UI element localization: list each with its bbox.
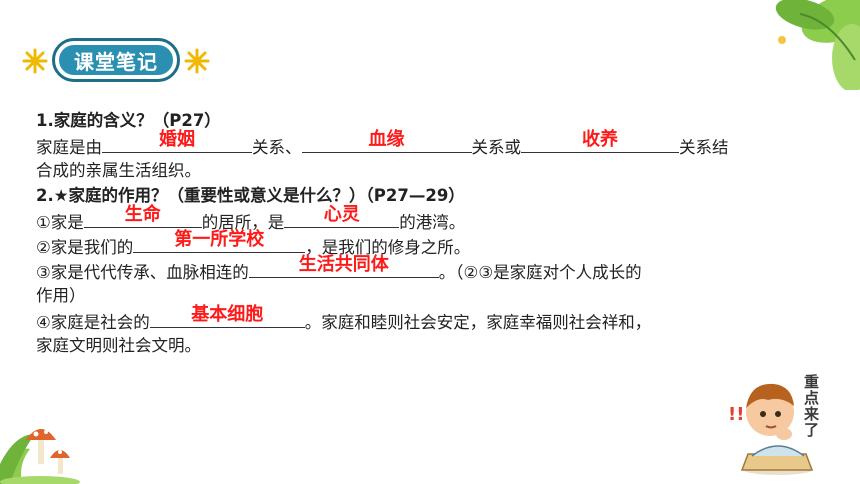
q1-line1: 家庭是由 婚姻 关系、 血缘 关系或 收养 关系结 <box>36 129 816 158</box>
svg-text:!!: !! <box>728 404 744 425</box>
sticker-text: 重点来了 <box>804 373 820 439</box>
header-badge: 课堂笔记 <box>22 36 212 86</box>
blank-marriage: 婚姻 <box>102 129 252 153</box>
q1-title: 1.家庭的含义？（P27） <box>36 111 221 130</box>
boy-illustration: !! <box>728 383 814 475</box>
blank-blood: 血缘 <box>301 129 472 153</box>
answer-life: 生命 <box>124 204 161 225</box>
boy-sticker: !! 重点来了 <box>728 366 828 476</box>
q2-row3: ③家是代代传承、血脉相连的 生活共同体 。（②③是家庭对个人成长的 <box>36 254 816 283</box>
notes-content: 1.家庭的含义？（P27） 家庭是由 婚姻 关系、 血缘 关系或 收养 关系结 合成的亲属生… <box>36 108 816 358</box>
blank-school: 第一所学校 <box>133 229 306 253</box>
blank-life: 生命 <box>83 204 202 228</box>
q2-r4-text-b: 。家庭和睦则社会安定，家庭幸福则社会祥和， <box>304 313 652 332</box>
blank-adoption: 收养 <box>521 129 679 153</box>
q2-title: 2.★家庭的作用？（重要性或意义是什么？）（P27—29） <box>36 186 465 205</box>
q2-row2: ②家是我们的 第一所学校 ，是我们的修身之所。 <box>36 229 816 258</box>
q2-row4: ④家庭是社会的 基本细胞 。家庭和睦则社会安定，家庭幸福则社会祥和， <box>36 304 816 333</box>
q2-r3-text-a: ③家是代代传承、血脉相连的 <box>36 263 249 282</box>
q2-r1-text-c: 的港湾。 <box>399 213 466 232</box>
q2-r2-text-a: ②家是我们的 <box>36 238 134 257</box>
blank-community: 生活共同体 <box>248 254 439 278</box>
q1-text-b: 关系、 <box>252 138 302 157</box>
blank-soul: 心灵 <box>284 204 400 228</box>
q2-row1: ①家是 生命 的居所，是 心灵 的港湾。 <box>36 204 816 233</box>
q2-r2-text-b: ，是我们的修身之所。 <box>305 238 471 257</box>
mushroom-decoration-bottom-left <box>0 429 80 484</box>
sparkle-icon-right <box>184 48 210 74</box>
leaf-decoration-top-right <box>775 0 860 90</box>
answer-adoption: 收养 <box>582 129 618 150</box>
answer-marriage: 婚姻 <box>159 129 195 150</box>
answer-school: 第一所学校 <box>174 229 265 250</box>
answer-soul: 心灵 <box>323 204 360 225</box>
q2-r4-text-a: ④家庭是社会的 <box>36 313 150 332</box>
q1-text-a: 家庭是由 <box>36 138 102 157</box>
sparkle-icon-left <box>22 48 48 74</box>
q2-row4-cont: 家庭文明则社会文明。 <box>36 336 201 355</box>
blank-cell: 基本细胞 <box>149 304 305 328</box>
badge-label: 课堂笔记 <box>59 45 173 75</box>
q2-r1-text-a: ①家是 <box>36 213 84 232</box>
answer-blood: 血缘 <box>368 129 405 150</box>
answer-community: 生活共同体 <box>298 254 389 275</box>
q2-r3-text-b: 。（②③是家庭对个人成长的 <box>438 263 642 282</box>
q1-line2: 合成的亲属生活组织。 <box>36 161 201 180</box>
q2-row3-cont: 作用） <box>36 286 86 305</box>
q2-r1-text-b: 的居所，是 <box>201 213 285 232</box>
q1-text-d: 关系结 <box>679 138 729 157</box>
answer-cell: 基本细胞 <box>191 304 264 325</box>
badge-frame: 课堂笔记 <box>52 38 180 82</box>
q1-text-c: 关系或 <box>471 138 522 157</box>
